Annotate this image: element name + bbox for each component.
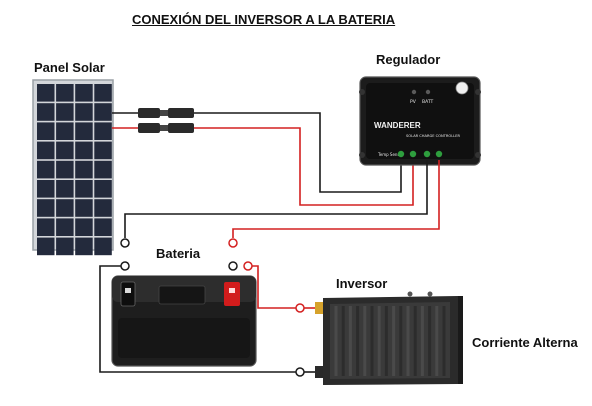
solar-cell <box>75 237 93 256</box>
ac-output-label: Corriente Alterna <box>472 335 578 350</box>
solar-cell <box>75 122 93 140</box>
solar-cell <box>37 141 55 160</box>
solar-cell <box>56 180 74 198</box>
solar-cell <box>56 160 74 179</box>
solar-panel-label: Panel Solar <box>34 60 105 75</box>
regulator-label: Regulador <box>376 52 441 67</box>
regulator-button <box>455 81 469 95</box>
regulator-brand: WANDERER <box>374 121 421 130</box>
solar-cell <box>75 160 93 179</box>
solar-cell <box>56 199 74 217</box>
regulator-terminals <box>397 150 443 158</box>
solar-cell <box>56 103 74 121</box>
solar-cell <box>56 84 74 102</box>
regulator-subtitle: SOLAR CHARGE CONTROLLER <box>406 134 460 138</box>
regulator-batt-label: BATT <box>422 99 433 105</box>
inverter-negative-post <box>315 366 323 378</box>
battery-label: Bateria <box>156 246 201 261</box>
inverter <box>295 291 463 385</box>
solar-cell <box>56 237 74 256</box>
solar-cell <box>56 141 74 160</box>
solar-cell <box>94 180 112 198</box>
solar-cell <box>37 160 55 179</box>
solar-cell <box>75 84 93 102</box>
solar-cell <box>94 122 112 140</box>
solar-cell <box>94 237 112 256</box>
panel-to-regulator-wires <box>194 112 414 206</box>
battery-negative-terminal <box>120 281 136 307</box>
solar-cell <box>37 84 55 102</box>
solar-cell <box>37 218 55 236</box>
solar-cell <box>94 141 112 160</box>
solar-cell <box>37 199 55 217</box>
solar-cell <box>37 180 55 198</box>
status-led-pv <box>411 89 417 95</box>
solar-cell <box>94 84 112 102</box>
mc4-connectors <box>112 108 194 133</box>
battery-to-inverter-wires <box>99 265 296 373</box>
solar-panel <box>32 79 114 256</box>
inverter-positive-post <box>315 302 323 314</box>
solar-cell <box>75 199 93 217</box>
mc4-positive-connector <box>138 123 194 133</box>
battery <box>111 275 257 367</box>
battery-positive-terminal <box>224 282 240 306</box>
solar-cell <box>94 160 112 179</box>
solar-cell <box>37 103 55 121</box>
solar-cell <box>56 122 74 140</box>
solar-cell <box>75 141 93 160</box>
status-led-batt <box>425 89 431 95</box>
inverter-negative-ring-terminal <box>295 367 305 377</box>
solar-cell <box>37 122 55 140</box>
charge-controller: PV BATT WANDERER SOLAR CHARGE CONTROLLER… <box>359 76 481 166</box>
solar-cell <box>94 199 112 217</box>
regulator-temp-label: Temp Sensor <box>377 152 404 157</box>
solar-cell <box>94 218 112 236</box>
solar-cell <box>94 103 112 121</box>
solar-cell <box>75 180 93 198</box>
inverter-label: Inversor <box>336 276 388 291</box>
mc4-negative-connector <box>138 108 194 118</box>
inverter-positive-ring-terminal <box>295 303 305 313</box>
solar-cell <box>75 103 93 121</box>
regulator-to-battery-wires <box>124 160 440 238</box>
regulator-pv-label: PV <box>410 99 417 105</box>
solar-cell <box>56 218 74 236</box>
solar-cell <box>75 218 93 236</box>
solar-panel-cells <box>37 84 112 256</box>
solar-cell <box>37 237 55 256</box>
diagram-title: CONEXIÓN DEL INVERSOR A LA BATERIA <box>132 12 396 27</box>
inverter-fins <box>334 306 446 376</box>
